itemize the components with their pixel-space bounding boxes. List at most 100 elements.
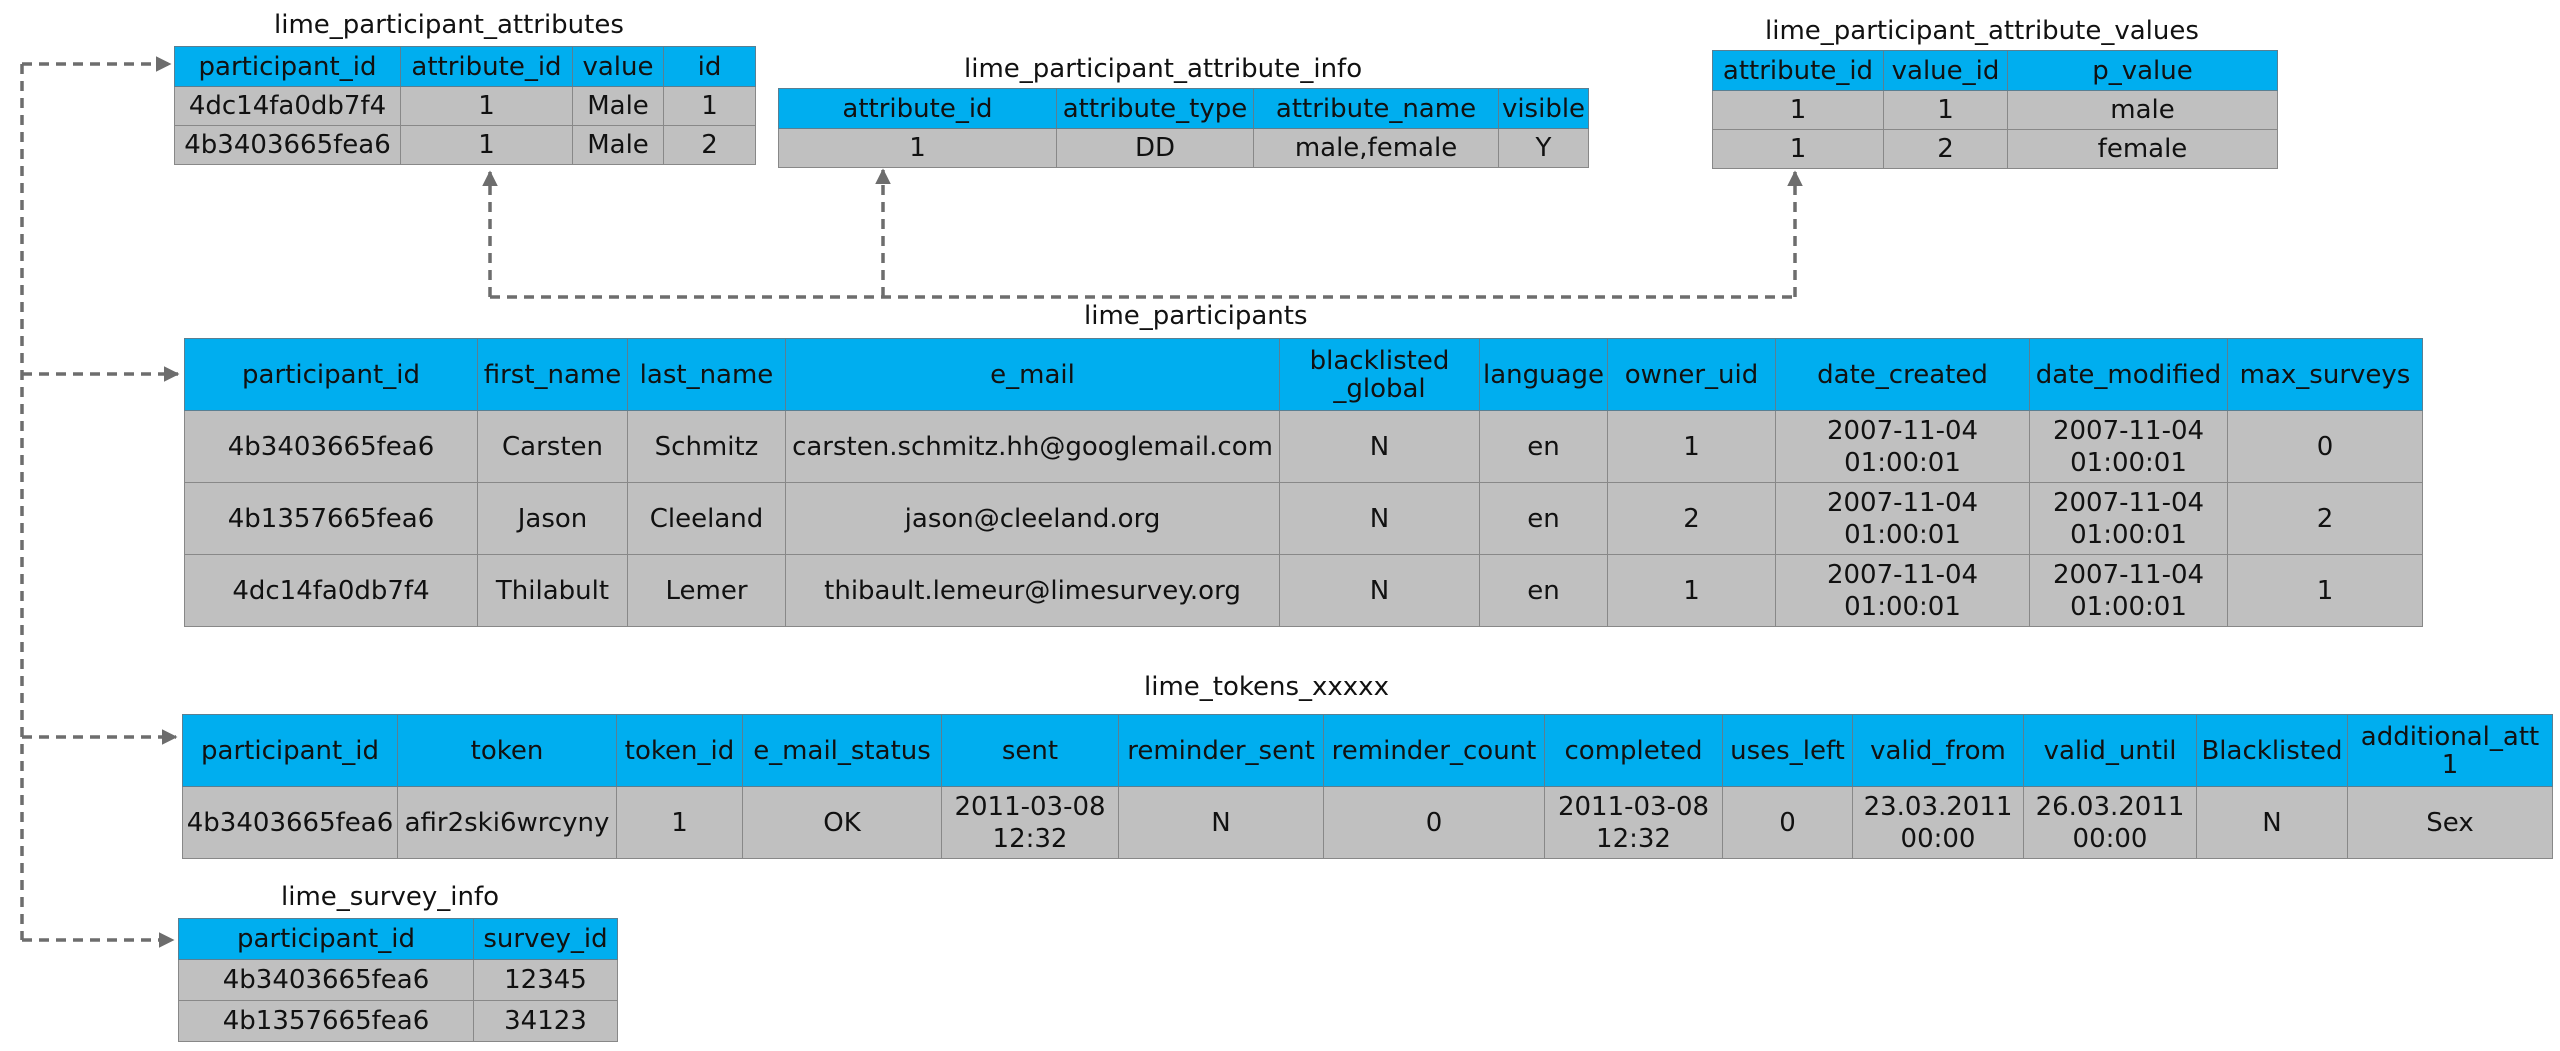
cell-attribute-id: 1 <box>400 125 573 165</box>
cell-participant-id: 4b1357665fea6 <box>184 482 478 555</box>
column-header-value-id: value_id <box>1883 50 2008 91</box>
column-header-e-mail: e_mail <box>785 338 1280 411</box>
column-header-participant-id: participant_id <box>178 918 474 960</box>
cell-participant-id: 4b3403665fea6 <box>182 786 398 859</box>
column-header-date-created: date_created <box>1775 338 2030 411</box>
column-header-value: value <box>572 46 664 87</box>
cell-p-value: female <box>2007 129 2278 169</box>
column-header-valid-from: valid_from <box>1852 714 2024 787</box>
cell-value-id: 1 <box>1883 90 2008 130</box>
cell-value-id: 2 <box>1883 129 2008 169</box>
cell-attribute-name: male,female <box>1253 128 1499 168</box>
column-header-token-id: token_id <box>616 714 743 787</box>
cell-reminder-count: 0 <box>1323 786 1545 859</box>
column-header-id: id <box>663 46 756 87</box>
cell-participant-id: 4dc14fa0db7f4 <box>184 554 478 627</box>
cell-blacklisted-global: N <box>1279 554 1480 627</box>
cell-attribute-id: 1 <box>1712 129 1884 169</box>
cell-e-mail-status: OK <box>742 786 942 859</box>
cell-language: en <box>1479 482 1608 555</box>
cell-additional-att-1: Sex <box>2347 786 2553 859</box>
column-header-language: language <box>1479 338 1608 411</box>
column-header-participant-id: participant_id <box>174 46 401 87</box>
cell-participant-id: 4dc14fa0db7f4 <box>174 86 401 126</box>
cell-first-name: Thilabult <box>477 554 628 627</box>
cell-e-mail: thibault.lemeur@limesurvey.org <box>785 554 1280 627</box>
cell-last-name: Schmitz <box>627 410 786 483</box>
column-header-token: token <box>397 714 617 787</box>
cell-value: Male <box>572 86 664 126</box>
column-header-owner-uid: owner_uid <box>1607 338 1776 411</box>
cell-owner-uid: 1 <box>1607 410 1776 483</box>
cell-owner-uid: 2 <box>1607 482 1776 555</box>
column-header-reminder-sent: reminder_sent <box>1118 714 1324 787</box>
column-header-blacklisted: Blacklisted <box>2196 714 2348 787</box>
column-header-blacklisted-global: blacklisted_global <box>1279 338 1480 411</box>
cell-participant-id: 4b1357665fea6 <box>178 1000 474 1042</box>
cell-uses-left: 0 <box>1722 786 1853 859</box>
cell-blacklisted-global: N <box>1279 410 1480 483</box>
column-header-participant-id: participant_id <box>184 338 478 411</box>
table-title: lime_participant_attributes <box>274 10 624 40</box>
cell-max-surveys: 1 <box>2227 554 2423 627</box>
cell-e-mail: carsten.schmitz.hh@googlemail.com <box>785 410 1280 483</box>
column-header-survey-id: survey_id <box>473 918 618 960</box>
cell-survey-id: 34123 <box>473 1000 618 1042</box>
column-header-p-value: p_value <box>2007 50 2278 91</box>
table-participant-attribute-values: lime_participant_attribute_values attrib… <box>1712 16 2278 176</box>
column-header-attribute-id: attribute_id <box>1712 50 1884 91</box>
cell-attribute-id: 1 <box>400 86 573 126</box>
table-participant-attribute-info: lime_participant_attribute_info attribut… <box>778 54 1590 174</box>
column-header-completed: completed <box>1544 714 1723 787</box>
column-header-attribute-type: attribute_type <box>1056 88 1254 129</box>
table-title: lime_participants <box>1084 301 1308 331</box>
column-header-attribute-id: attribute_id <box>778 88 1057 129</box>
cell-id: 1 <box>663 86 756 126</box>
cell-token-id: 1 <box>616 786 743 859</box>
column-header-participant-id: participant_id <box>182 714 398 787</box>
column-header-reminder-count: reminder_count <box>1323 714 1545 787</box>
table-title: lime_participant_attribute_values <box>1765 16 2199 46</box>
column-header-sent: sent <box>941 714 1119 787</box>
column-header-uses-left: uses_left <box>1722 714 1853 787</box>
cell-language: en <box>1479 554 1608 627</box>
column-header-last-name: last_name <box>627 338 786 411</box>
table-title: lime_tokens_xxxxx <box>1144 672 1389 702</box>
cell-first-name: Jason <box>477 482 628 555</box>
cell-e-mail: jason@cleeland.org <box>785 482 1280 555</box>
cell-blacklisted-global: N <box>1279 482 1480 555</box>
table-title: lime_survey_info <box>281 882 500 912</box>
cell-max-surveys: 0 <box>2227 410 2423 483</box>
cell-last-name: Lemer <box>627 554 786 627</box>
column-header-attribute-id: attribute_id <box>400 46 573 87</box>
column-header-valid-until: valid_until <box>2023 714 2197 787</box>
